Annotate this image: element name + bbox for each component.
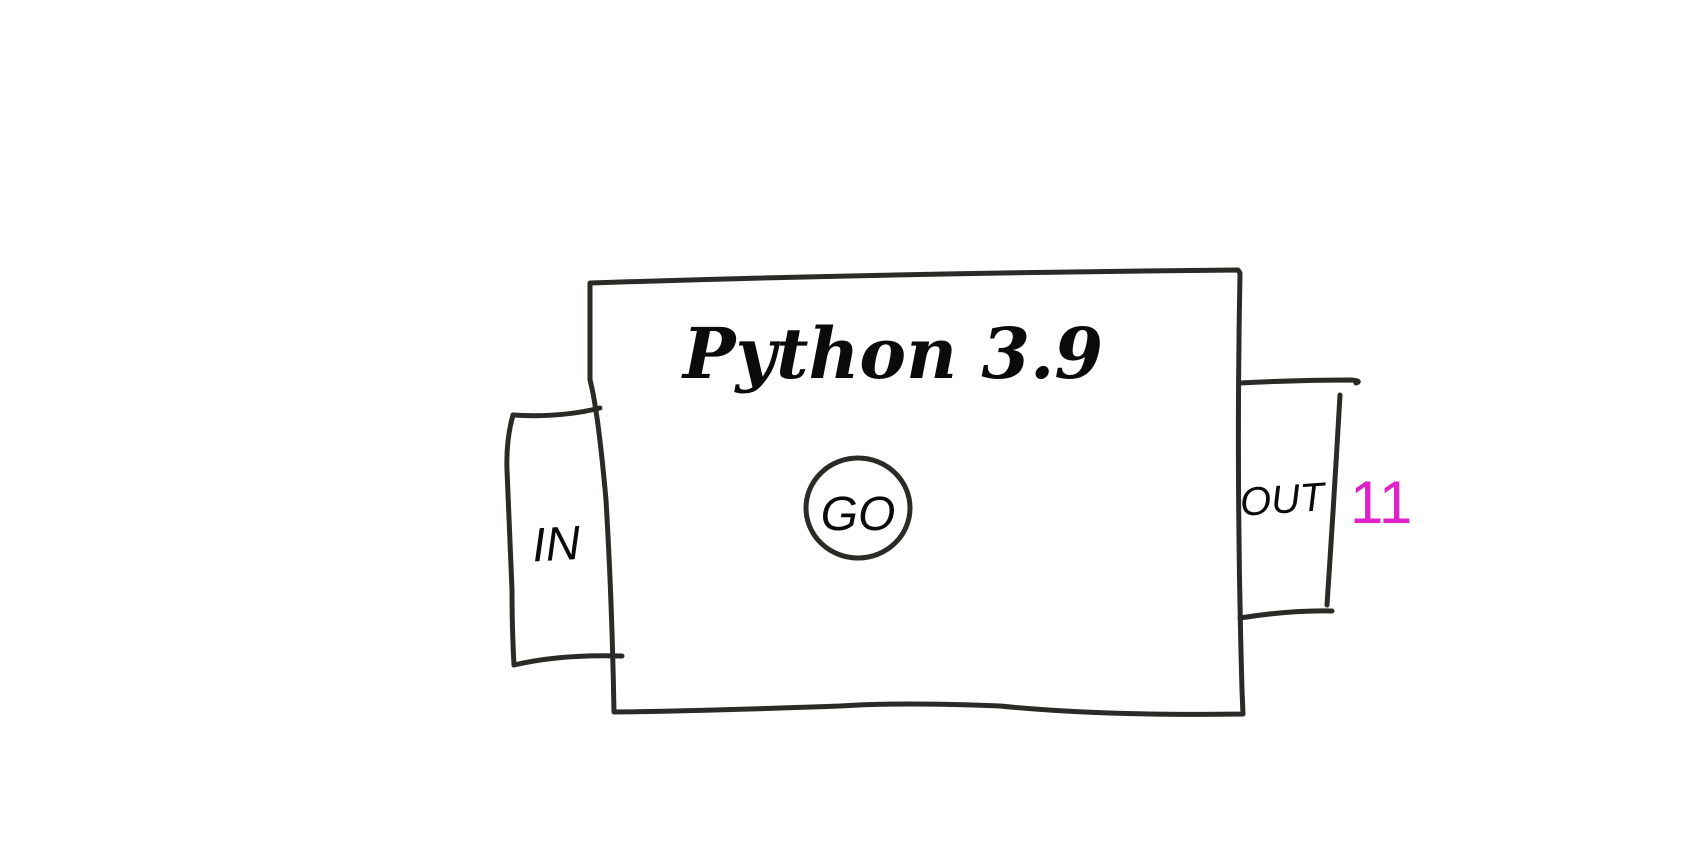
machine-title: Python 3.9 xyxy=(681,312,1103,395)
go-button-circle[interactable] xyxy=(803,455,913,561)
go-button[interactable]: GO xyxy=(803,455,913,561)
input-slot-top-line xyxy=(510,405,603,419)
output-value: 11 xyxy=(1350,469,1412,536)
input-slot: IN xyxy=(504,405,625,668)
output-slot-bottom-line xyxy=(1237,608,1335,621)
output-slot-right-line xyxy=(1324,392,1343,608)
output-label: OUT xyxy=(1239,475,1329,525)
machine-box: Python 3.9 xyxy=(587,267,1246,717)
input-label: IN xyxy=(531,517,582,572)
output-slot-top-line xyxy=(1237,377,1361,386)
machine-box-outline xyxy=(587,267,1246,717)
go-button-label: GO xyxy=(821,488,896,541)
output-slot: OUT xyxy=(1237,377,1361,621)
input-slot-bottom-line xyxy=(511,653,625,668)
input-slot-left-line xyxy=(504,412,517,668)
